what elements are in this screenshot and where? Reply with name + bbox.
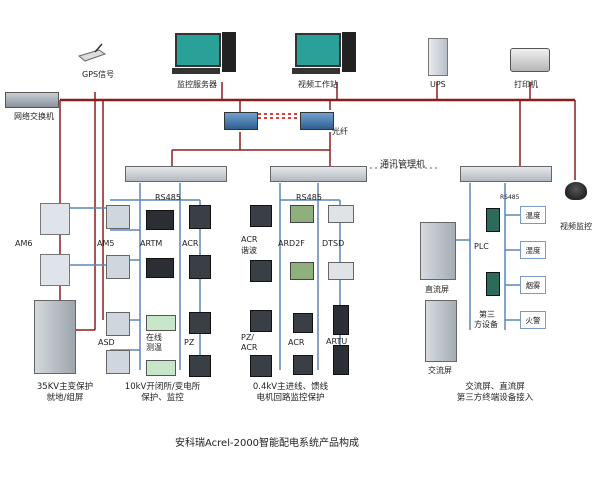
am5-device-icon — [106, 205, 130, 229]
artu-label: ARTU — [326, 337, 348, 346]
dtsd-device-icon — [328, 262, 354, 280]
caption-0-4kv-line1: 0.4kV主进线、馈线 — [252, 382, 329, 392]
fire-alarm-box: 火警 — [520, 311, 546, 329]
ups-icon — [428, 38, 448, 76]
am6-device-icon — [40, 203, 70, 235]
keyboard-icon — [292, 68, 340, 74]
fiber-label: 光纤 — [332, 127, 348, 136]
ard2f-device-icon — [290, 262, 314, 280]
temperature-sensor-box: 温度 — [520, 206, 546, 224]
caption-35kv-line2: 就地/组屏 — [46, 393, 84, 403]
dtsd-label: DTSD — [322, 239, 345, 248]
comm-manager-unit — [460, 166, 552, 182]
printer-icon — [510, 48, 550, 72]
third-party-label-1: 第三 — [479, 310, 495, 319]
artm-device-icon — [146, 210, 174, 230]
rs485-label: RS485 — [500, 194, 520, 201]
video-monitor-label: 视频监控 — [560, 222, 592, 231]
comm-manager-unit — [125, 166, 227, 182]
cabinet-icon — [34, 300, 76, 374]
network-switch-icon — [5, 92, 59, 108]
pz-acr-device-icon — [250, 310, 272, 332]
caption-10kv: 10kV开闭所/变电所 保护、监控 — [110, 382, 215, 404]
gps-icon — [75, 42, 107, 62]
monitor-server-label: 监控服务器 — [177, 80, 217, 89]
caption-screens-line1: 交流屏、直流屏 — [465, 382, 525, 392]
online-temp-label-1: 在线 — [146, 333, 162, 342]
server-tower-icon — [222, 32, 236, 72]
caption-35kv-line1: 35KV主变保护 — [36, 382, 94, 392]
pz-label: PZ — [184, 338, 195, 347]
pz-device-icon — [189, 355, 211, 377]
dc-screen-label: 直流屏 — [425, 285, 449, 294]
ac-screen-icon — [425, 300, 457, 362]
video-station-label: 视频工作站 — [298, 80, 338, 89]
plc-device-icon — [486, 208, 500, 232]
rs485-label: RS485 — [296, 193, 322, 202]
keyboard-icon — [172, 68, 220, 74]
pz-device-icon — [189, 312, 211, 334]
artu-device-icon — [333, 345, 349, 375]
switch-label: 网络交换机 — [14, 112, 54, 121]
am6-label: AM6 — [15, 239, 33, 248]
harmonic-label: 谐波 — [241, 246, 257, 255]
artu-device-icon — [333, 305, 349, 335]
temp-device-icon — [146, 360, 176, 376]
diagram-title: 安科瑞Acrel-2000智能配电系统产品构成 — [175, 438, 360, 449]
acr-label: ACR — [241, 235, 258, 244]
third-party-label-2: 方设备 — [474, 320, 498, 329]
caption-35kv: 35KV主变保护 就地/组屏 — [30, 382, 100, 404]
am6-device-icon — [40, 254, 70, 286]
pz-acr-label-2: ACR — [241, 343, 258, 352]
ac-screen-label: 交流屏 — [428, 366, 452, 375]
acr-device-icon — [293, 355, 313, 375]
humidity-sensor-box: 湿度 — [520, 241, 546, 259]
fiber-converter-icon — [224, 112, 258, 130]
ups-label: UPS — [430, 80, 446, 89]
ard2f-label: ARD2F — [278, 239, 305, 248]
caption-10kv-line1: 10kV开闭所/变电所 — [124, 382, 201, 392]
ard2f-device-icon — [290, 205, 314, 223]
artm-label: ARTM — [140, 239, 163, 248]
caption-10kv-line2: 保护、监控 — [141, 393, 184, 403]
temp-device-icon — [146, 315, 176, 331]
gps-label: GPS信号 — [82, 70, 115, 79]
printer-label: 打印机 — [514, 80, 538, 89]
pz-acr-label-1: PZ/ — [241, 333, 254, 342]
asd-label: ASD — [98, 338, 115, 347]
monitor-server-screen-icon — [175, 33, 221, 67]
acr-device-icon — [189, 205, 211, 229]
artm-device-icon — [146, 258, 174, 278]
caption-0-4kv-line2: 电机回路监控保护 — [256, 393, 325, 403]
acr-device-icon — [189, 255, 211, 279]
acr-label: ACR — [182, 239, 199, 248]
dtsd-device-icon — [328, 205, 354, 223]
caption-screens-line2: 第三方终端设备接入 — [456, 393, 534, 403]
dc-screen-icon — [420, 222, 456, 280]
acr-device-icon — [250, 205, 272, 227]
caption-0-4kv: 0.4kV主进线、馈线 电机回路监控保护 — [238, 382, 343, 404]
asd-device-icon — [106, 350, 130, 374]
asd-device-icon — [106, 312, 130, 336]
acr-device-icon — [293, 313, 313, 333]
video-station-screen-icon — [295, 33, 341, 67]
comm-manager-unit — [270, 166, 367, 182]
camera-icon — [565, 182, 587, 200]
workstation-tower-icon — [342, 32, 356, 72]
pz-acr-device-icon — [250, 355, 272, 377]
acr-device-icon — [250, 260, 272, 282]
smoke-sensor-box: 烟雾 — [520, 276, 546, 294]
caption-screens: 交流屏、直流屏 第三方终端设备接入 — [440, 382, 550, 404]
fiber-converter-icon — [300, 112, 334, 130]
acr-label: ACR — [288, 338, 305, 347]
rs485-label: RS485 — [155, 193, 181, 202]
am5-label: AM5 — [97, 239, 115, 248]
plc-label: PLC — [474, 242, 489, 251]
am5-device-icon — [106, 255, 130, 279]
comm-manager-label: 通讯管理机 — [380, 160, 426, 170]
plc-device-icon — [486, 272, 500, 296]
online-temp-label-2: 测温 — [146, 343, 162, 352]
